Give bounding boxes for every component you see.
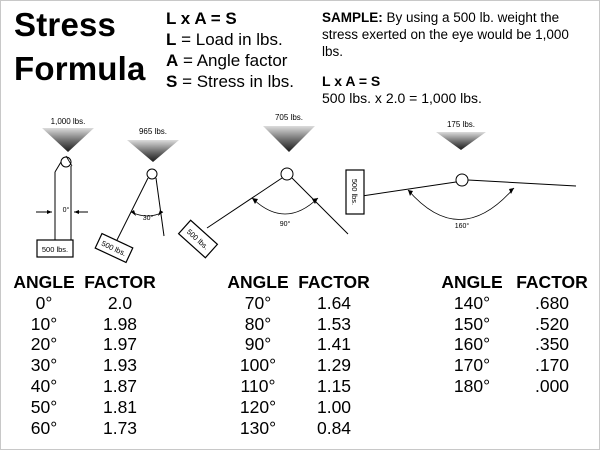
- formula-block: L x A = S L = Load in lbs. A = Angle fac…: [166, 8, 294, 92]
- load-label-1: 1,000 lbs.: [51, 117, 86, 126]
- angle-label-3: 90°: [280, 220, 291, 228]
- sample-text: SAMPLE: By using a 500 lb. weight the st…: [322, 10, 569, 59]
- table-row: 100°1.29: [239, 355, 352, 376]
- angle-label-1: 0°: [63, 206, 70, 214]
- factor-table-group-2: ANGLE FACTOR 70°1.64 80°1.53 90°1.41 100°…: [226, 272, 378, 438]
- load-arrow-2: [127, 140, 179, 162]
- table-row: 110°1.15: [240, 375, 352, 396]
- weight-label-1: 500 lbs.: [42, 245, 68, 254]
- sample-block: SAMPLE: By using a 500 lb. weight the st…: [322, 9, 592, 107]
- formula-equation: L x A = S: [166, 9, 237, 28]
- table-row: 20°1.97: [30, 334, 138, 355]
- angle-label-2: 30°: [143, 214, 154, 222]
- factor-table-group-3: ANGLE FACTOR 140°.680 150°.520 160°.350 1…: [436, 272, 596, 397]
- load-label-4: 175 lbs.: [447, 120, 475, 129]
- sample-equation: L x A = S: [322, 73, 381, 89]
- table-row: 70°1.64: [244, 292, 352, 313]
- table-row: 80°1.53: [244, 313, 352, 334]
- factor-header: FACTOR: [84, 272, 156, 292]
- diagram-30-degrees: 965 lbs. 30° 500 lbs.: [94, 127, 179, 264]
- table-row: 150°.520: [453, 313, 570, 334]
- diagram-160-degrees: 175 lbs. 160° 500 lbs.: [345, 120, 577, 230]
- table-row: 60°1.73: [30, 417, 138, 438]
- factor-header: FACTOR: [516, 272, 588, 292]
- table-row: 50°1.81: [30, 396, 138, 417]
- table-header: ANGLE FACTOR: [436, 272, 596, 293]
- angle-header: ANGLE: [13, 272, 75, 292]
- load-arrow-1: [42, 128, 94, 152]
- table-header: ANGLE FACTOR: [226, 272, 378, 293]
- load-arrow-3: [263, 126, 315, 152]
- table-header: ANGLE FACTOR: [12, 272, 164, 293]
- table-row: 0°2.0: [35, 292, 133, 313]
- formula-def-stress: S = Stress in lbs.: [166, 72, 295, 91]
- table-row: 130°0.84: [239, 417, 352, 438]
- formula-def-load: L = Load in lbs.: [166, 30, 283, 49]
- weight-box-4: [345, 169, 365, 215]
- angle-label-4: 160°: [455, 222, 470, 230]
- diagram-0-degrees: 1,000 lbs. 0° 500 lbs.: [36, 117, 94, 258]
- eye-2: [146, 168, 158, 180]
- eye-3: [280, 167, 294, 181]
- sample-calc: 500 lbs. x 2.0 = 1,000 lbs.: [322, 90, 482, 106]
- eye-4: [455, 173, 469, 187]
- diagram-90-degrees: 705 lbs. 90° 500 lbs.: [177, 113, 349, 259]
- weight-box-1: [36, 239, 74, 258]
- table-row: 40°1.87: [30, 375, 138, 396]
- weight-box-2: [94, 232, 134, 264]
- table-row: 90°1.41: [244, 334, 352, 355]
- table-row: 170°.170: [453, 355, 570, 376]
- angle-header: ANGLE: [227, 272, 289, 292]
- table-row: 140°.680: [453, 292, 570, 313]
- weight-box-3: [177, 219, 219, 259]
- table-row: 160°.350: [453, 334, 570, 355]
- table-row: 30°1.93: [30, 355, 138, 376]
- factor-header: FACTOR: [298, 272, 370, 292]
- load-arrow-4: [436, 132, 486, 150]
- title-line-2: Formula: [14, 50, 146, 87]
- angle-header: ANGLE: [441, 272, 503, 292]
- weight-label-4: 500 lbs.: [350, 179, 359, 205]
- table-row: 10°1.98: [30, 313, 138, 334]
- title-line-1: Stress: [14, 6, 117, 43]
- table-row: 120°1.00: [239, 396, 352, 417]
- factor-table-group-1: ANGLE FACTOR 0°2.0 10°1.98 20°1.97 30°1.9…: [12, 272, 164, 438]
- load-label-3: 705 lbs.: [275, 113, 303, 122]
- load-label-2: 965 lbs.: [139, 127, 167, 136]
- formula-def-angle: A = Angle factor: [166, 51, 288, 70]
- rigging-diagrams: 1,000 lbs. 0° 500 lbs. 965 lbs. 30° 500 …: [36, 113, 577, 264]
- table-row: 180°.000: [453, 375, 570, 396]
